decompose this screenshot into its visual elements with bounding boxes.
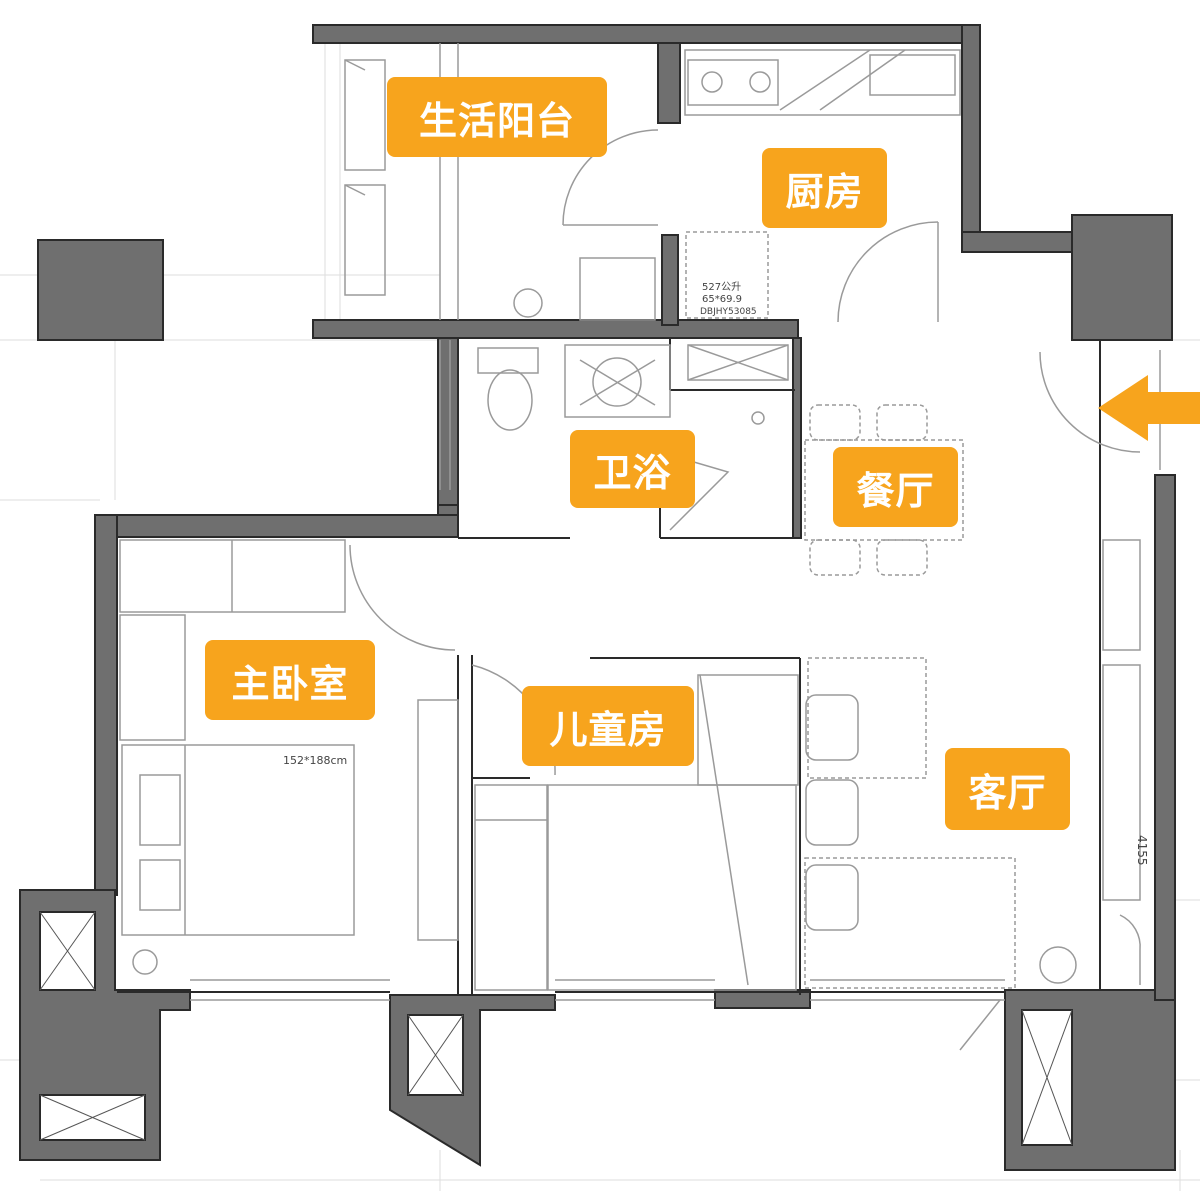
bed-size-annotation: 152*188cm: [283, 754, 347, 767]
partitions: [117, 338, 1101, 995]
fridge-label-2: 65*69.9: [702, 294, 742, 305]
label-kids-room: 儿童房: [522, 686, 694, 766]
shaft-crosses: [39, 911, 1073, 1146]
entry-arrow-icon: [1098, 375, 1200, 441]
walls: [19, 24, 1176, 1171]
label-kitchen: 厨房: [762, 148, 887, 228]
label-living-room: 客厅: [945, 748, 1070, 830]
furniture: [119, 43, 1161, 1051]
fridge-label-1: 527公升: [702, 281, 741, 293]
label-master-bedroom: 主卧室: [205, 640, 375, 720]
fridge-label-3: DBJHY53085: [700, 307, 757, 317]
label-bathroom: 卫浴: [570, 430, 695, 508]
label-service-balcony: 生活阳台: [387, 77, 607, 157]
shaft-boxes: [39, 911, 1073, 1146]
wall-dimension: 4155: [1135, 835, 1149, 866]
label-dining-room: 餐厅: [833, 447, 958, 527]
